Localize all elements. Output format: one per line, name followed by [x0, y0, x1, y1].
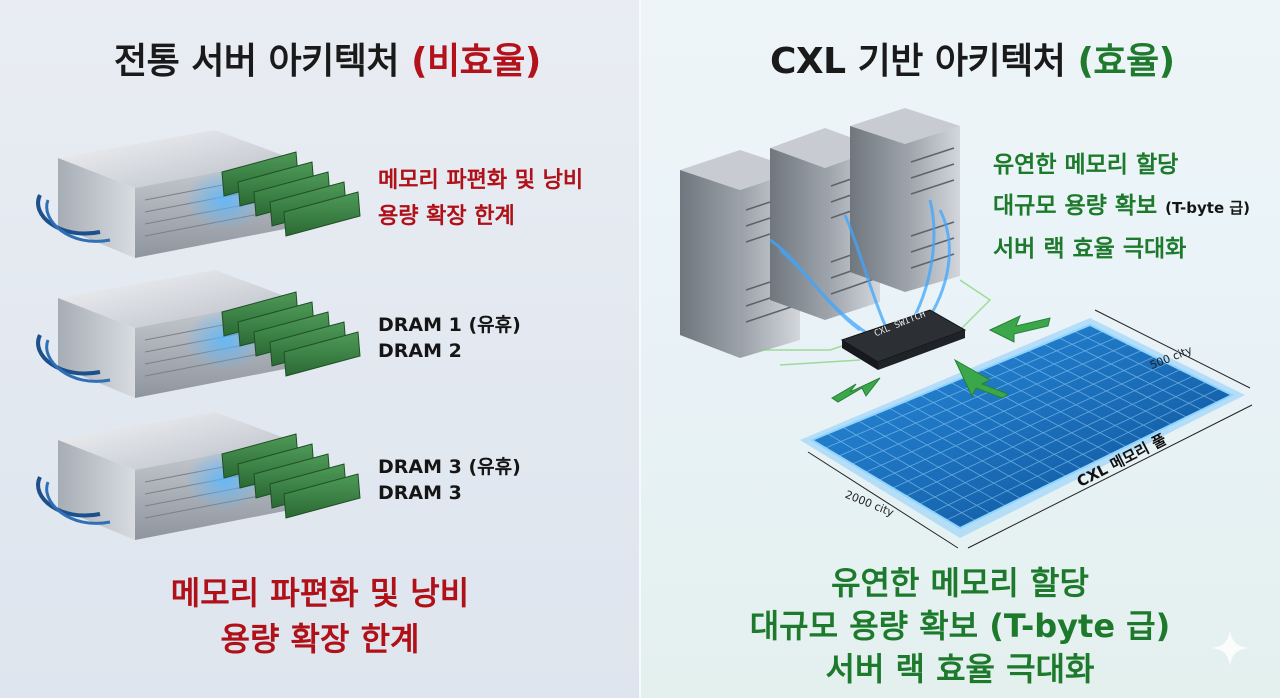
- dram-group-2: [221, 291, 361, 377]
- panel-divider: [639, 0, 641, 698]
- cxl-benefit-line2-main: 대규모 용량 확보: [993, 193, 1158, 219]
- cxl-summary-line2: 대규모 용량 확보 (T-byte 급): [749, 607, 1171, 645]
- traditional-title-accent: (비효율): [411, 41, 541, 82]
- server2-dram-line1: DRAM 1 (유휴): [378, 314, 521, 336]
- cxl-memory-pool: [800, 318, 1245, 538]
- cxl-summary-line1: 유연한 메모리 할당: [831, 564, 1089, 602]
- cxl-switch-chip: [840, 309, 967, 370]
- rack-3: [850, 108, 960, 292]
- cxl-benefit-line1: 유연한 메모리 할당: [993, 152, 1179, 178]
- traditional-title: 전통 서버 아키텍처 (비효율): [114, 32, 541, 84]
- cxl-summary: 유연한 메모리 할당 대규모 용량 확보 (T-byte 급) 서버 랙 효율 …: [640, 562, 1280, 691]
- cxl-benefit-line2-small: (T-byte 급): [1165, 199, 1251, 217]
- cxl-title: CXL 기반 아키텍처 (효율): [770, 32, 1175, 84]
- cxl-benefit-line2: 대규모 용량 확보 (T-byte 급): [993, 186, 1250, 229]
- cxl-benefit-line3: 서버 랙 효율 극대화: [993, 236, 1187, 262]
- server3-dram-line1: DRAM 3 (유휴): [378, 456, 521, 478]
- flow-arrows: [831, 315, 1051, 403]
- traditional-summary: 메모리 파편화 및 낭비 용량 확장 한계: [0, 570, 640, 662]
- cxl-benefits-top: 유연한 메모리 할당 대규모 용량 확보 (T-byte 급) 서버 랙 효율 …: [993, 145, 1250, 270]
- traditional-summary-line1: 메모리 파편화 및 낭비: [170, 574, 470, 612]
- sparkle-icon: [1212, 630, 1248, 666]
- server2-dram-line2: DRAM 2: [378, 340, 462, 362]
- dram-group-3: [221, 433, 361, 519]
- cxl-title-main: CXL 기반 아키텍처: [770, 41, 1066, 82]
- server1-waste-label: 메모리 파편화 및 낭비 용량 확장 한계: [378, 163, 583, 235]
- dimension-lines: [807, 309, 1253, 549]
- traditional-summary-line2: 용량 확장 한계: [220, 620, 420, 658]
- server1-waste-line2: 용량 확장 한계: [378, 204, 515, 229]
- server3-dram-label: DRAM 3 (유휴) DRAM 3: [378, 454, 521, 506]
- server1-waste-line1: 메모리 파편화 및 낭비: [378, 168, 584, 193]
- rack-1: [680, 150, 800, 358]
- server2-dram-label: DRAM 1 (유휴) DRAM 2: [378, 312, 521, 364]
- cxl-summary-line3: 서버 랙 효율 극대화: [825, 650, 1095, 688]
- server-unit-3: [36, 412, 290, 540]
- server3-dram-line2: DRAM 3: [378, 482, 462, 504]
- link-beams: [769, 199, 951, 337]
- cxl-title-accent: (효율): [1077, 41, 1175, 82]
- dram-group-1: [221, 151, 361, 237]
- traditional-title-main: 전통 서버 아키텍처: [114, 41, 400, 82]
